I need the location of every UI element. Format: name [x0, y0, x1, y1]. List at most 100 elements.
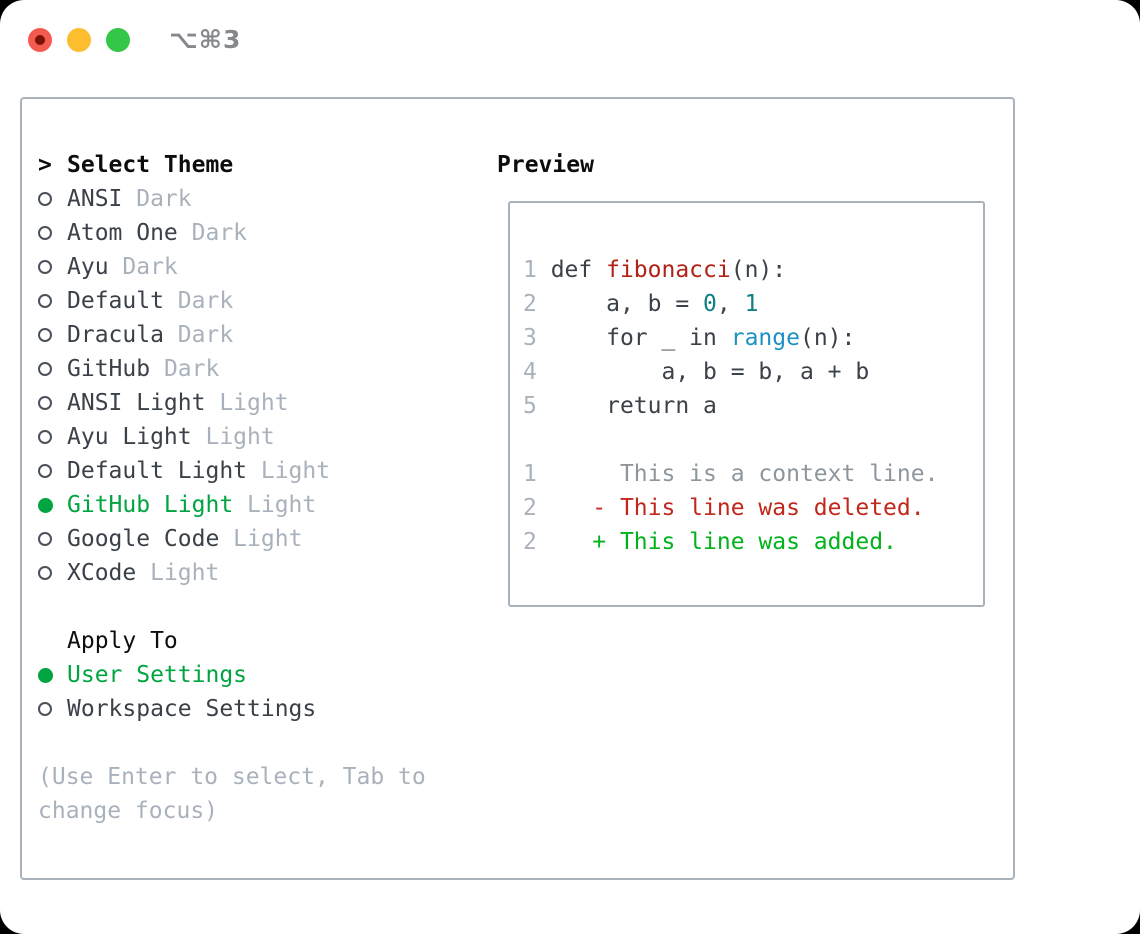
apply-option-name: Workspace Settings — [67, 696, 317, 722]
apply-to-label: Apply To — [67, 628, 178, 654]
theme-name: Google Code — [67, 526, 220, 552]
radio-selected-icon — [38, 667, 53, 683]
apply-option-name: User Settings — [67, 662, 248, 688]
radio-marker — [38, 702, 67, 716]
theme-variant: Dark — [163, 322, 234, 348]
code-line-4: 4 a, b = b, a + b — [523, 355, 938, 389]
theme-option-xcode[interactable]: XCode Light — [38, 556, 426, 590]
radio-marker — [38, 328, 67, 342]
minimize-icon[interactable] — [67, 27, 91, 52]
line-number: 5 — [523, 393, 551, 419]
code-line-1: 1 def fibonacci(n): — [523, 253, 938, 287]
theme-variant: Light — [205, 390, 289, 416]
theme-name: ANSI — [67, 186, 123, 212]
theme-option-ansi[interactable]: ANSI Dark — [38, 182, 426, 216]
theme-option-ayu[interactable]: Ayu Dark — [38, 250, 426, 284]
code-segment-plain: (n): — [730, 257, 787, 283]
theme-option-google-code[interactable]: Google Code Light — [38, 522, 426, 556]
code-line-2: 2 a, b = 0, 1 — [523, 287, 938, 321]
code-segment-func: fibonacci — [606, 257, 731, 283]
theme-name: Atom One — [67, 220, 178, 246]
theme-option-atom-one[interactable]: Atom One Dark — [38, 216, 426, 250]
help-text: change focus) — [38, 798, 219, 824]
code-segment-plain: , — [716, 291, 745, 317]
theme-variant: Dark — [163, 288, 234, 314]
radio-marker — [38, 667, 67, 683]
code-line-5: 5 return a — [523, 389, 938, 423]
preview-heading: Preview — [497, 152, 594, 178]
theme-option-github[interactable]: GitHub Dark — [38, 352, 426, 386]
line-number: 3 — [523, 325, 551, 351]
theme-option-default[interactable]: Default Dark — [38, 284, 426, 318]
apply-option-workspace-settings[interactable]: Workspace Settings — [38, 692, 426, 726]
code-line-3: 3 for _ in range(n): — [523, 321, 938, 355]
code-line-9: 2 + This line was added. — [523, 525, 938, 559]
radio-circle-icon — [38, 430, 52, 444]
theme-variant: Light — [247, 458, 331, 484]
close-icon[interactable] — [28, 27, 52, 52]
radio-marker — [38, 260, 67, 274]
theme-option-ayu-light[interactable]: Ayu Light Light — [38, 420, 426, 454]
select-theme-label: Select Theme — [67, 152, 234, 178]
radio-marker — [38, 192, 67, 206]
radio-circle-icon — [38, 362, 52, 376]
close-dot-icon — [35, 34, 45, 45]
code-line-7: 1 This is a context line. — [523, 457, 938, 491]
apply-option-user-settings[interactable]: User Settings — [38, 658, 426, 692]
radio-marker — [38, 226, 67, 240]
theme-variant: Light — [191, 424, 275, 450]
radio-marker — [38, 497, 67, 513]
code-line-8: 2 - This line was deleted. — [523, 491, 938, 525]
radio-circle-icon — [38, 192, 52, 206]
zoom-icon[interactable] — [106, 27, 130, 52]
help-text: (Use Enter to select, Tab to — [38, 764, 426, 790]
theme-name: XCode — [67, 560, 137, 586]
code-segment-plain: def — [550, 257, 607, 283]
radio-marker — [38, 566, 67, 580]
theme-option-ansi-light[interactable]: ANSI Light Light — [38, 386, 426, 420]
code-segment-num: 0 — [703, 291, 717, 317]
spacer-row — [38, 726, 426, 760]
theme-variant: Dark — [122, 186, 192, 212]
radio-marker — [38, 532, 67, 546]
radio-circle-icon — [38, 328, 52, 342]
code-segment-plain: a, b = — [550, 291, 704, 317]
line-number: 1 — [523, 461, 551, 487]
radio-circle-icon — [38, 702, 52, 716]
theme-name: ANSI Light — [67, 390, 206, 416]
code-line-6 — [523, 423, 938, 457]
code-segment-context: This is a context line. — [550, 461, 939, 487]
radio-marker — [38, 464, 67, 478]
code-segment-added: + This line was added. — [550, 529, 897, 555]
selection-arrow-icon: > — [38, 152, 52, 178]
theme-option-github-light[interactable]: GitHub Light Light — [38, 488, 426, 522]
radio-marker — [38, 362, 67, 376]
theme-variant: Light — [136, 560, 220, 586]
radio-circle-icon — [38, 396, 52, 410]
radio-circle-icon — [38, 566, 52, 580]
radio-circle-icon — [38, 464, 52, 478]
theme-variant: Dark — [108, 254, 178, 280]
radio-circle-icon — [38, 226, 52, 240]
radio-selected-icon — [38, 497, 53, 513]
theme-option-dracula[interactable]: Dracula Dark — [38, 318, 426, 352]
radio-marker — [38, 396, 67, 410]
line-number: 4 — [523, 359, 551, 385]
theme-name: GitHub Light — [67, 492, 234, 518]
window-title: ⌥⌘3 — [169, 25, 242, 54]
code-segment-deleted: - This line was deleted. — [550, 495, 925, 521]
theme-variant: Light — [233, 492, 317, 518]
theme-name: Ayu Light — [67, 424, 192, 450]
line-number: 2 — [523, 291, 551, 317]
code-segment-plain: a, b = b, a + b — [550, 359, 870, 385]
code-segment-plain: for _ in — [550, 325, 731, 351]
radio-circle-icon — [38, 260, 52, 274]
radio-marker — [38, 430, 67, 444]
theme-name: GitHub — [67, 356, 151, 382]
theme-option-default-light[interactable]: Default Light Light — [38, 454, 426, 488]
theme-variant: Dark — [177, 220, 248, 246]
